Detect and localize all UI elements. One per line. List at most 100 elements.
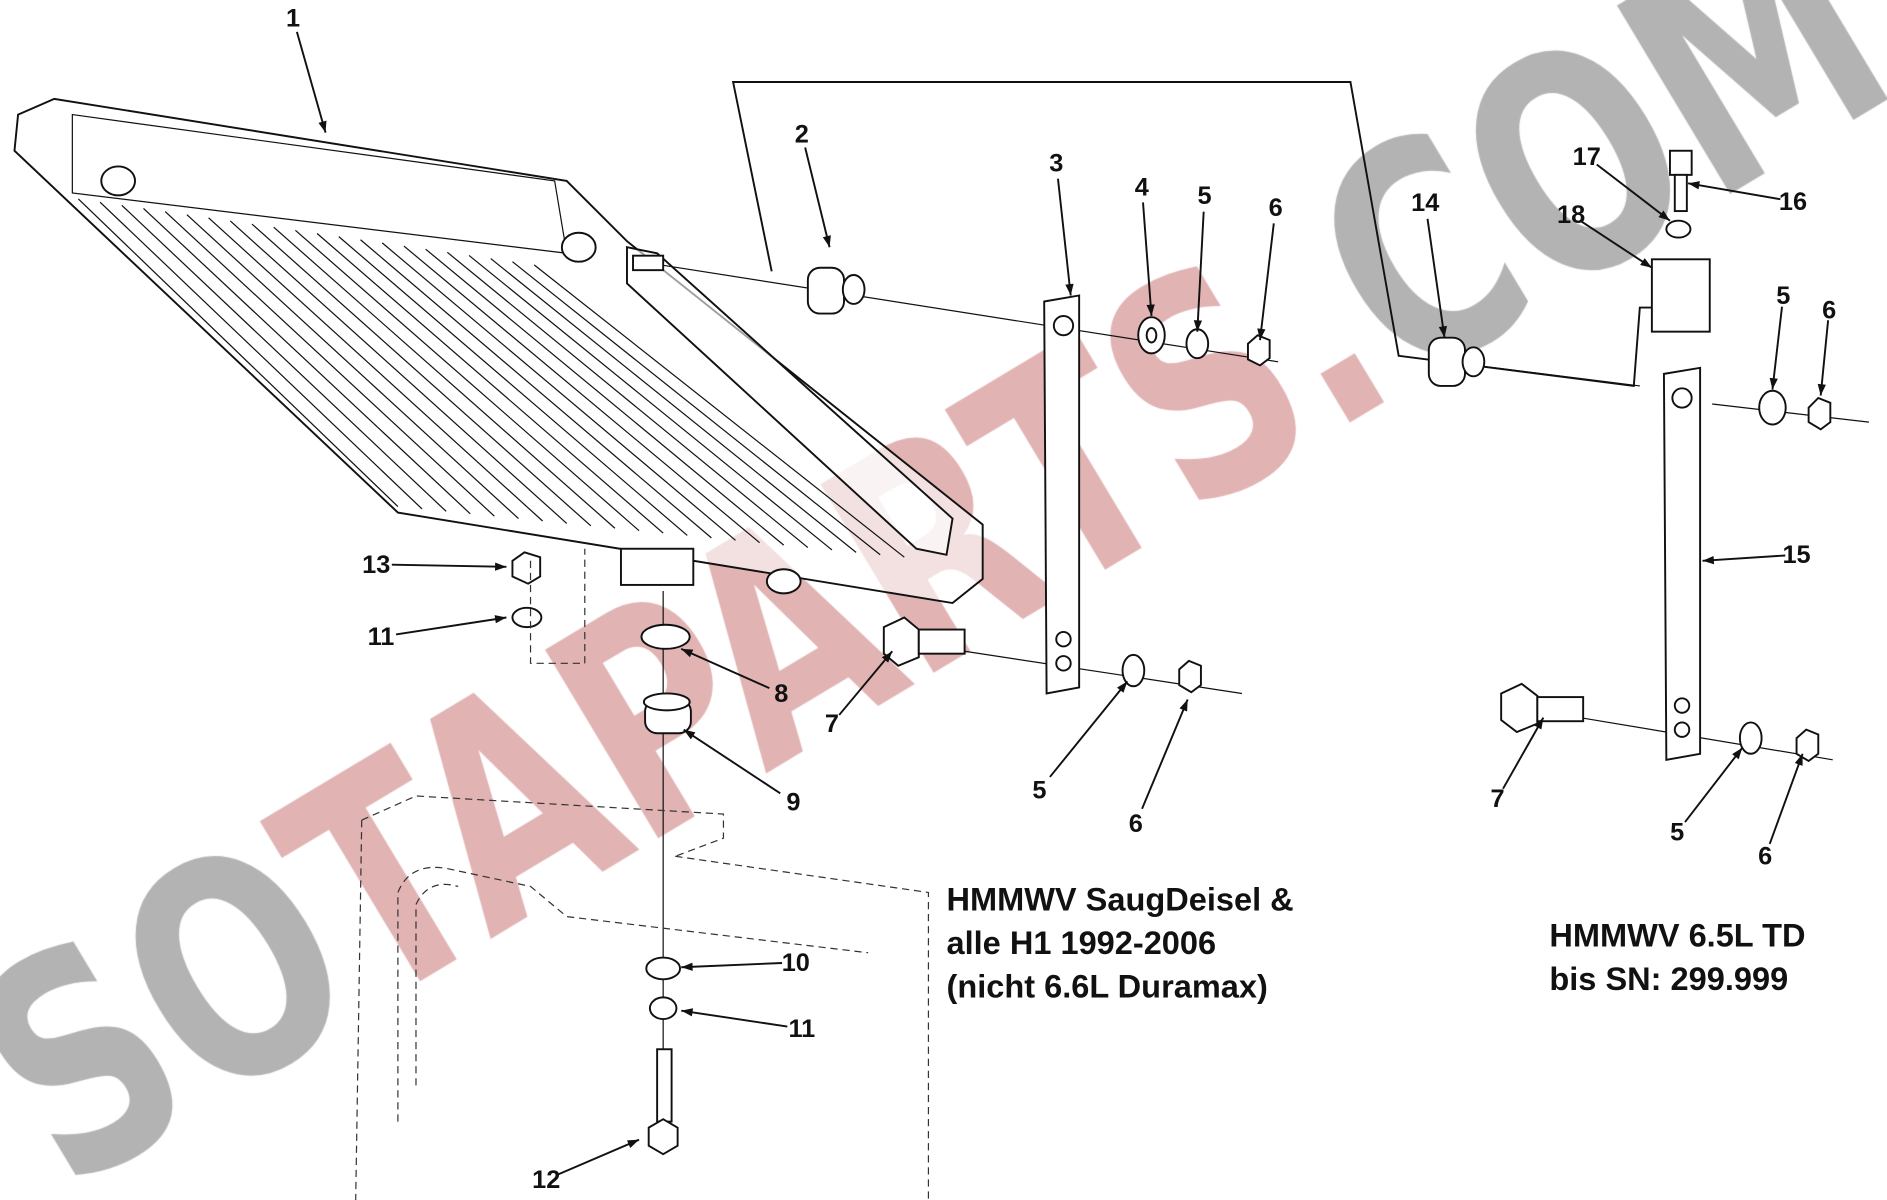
nut-13-washer-11 [511, 551, 543, 629]
arrowhead-icon [822, 235, 831, 248]
cooler-fin [164, 211, 495, 517]
cooler-fin [446, 251, 809, 549]
assembly-line [1712, 403, 1869, 423]
callout-5: 5 [1670, 819, 1684, 847]
bracket-18 [1650, 258, 1711, 333]
arrowhead-icon [681, 648, 694, 658]
cooler-fin [77, 198, 399, 507]
arrowhead-icon [1817, 383, 1826, 396]
callout-3: 3 [1049, 149, 1063, 177]
arrowhead-icon [1732, 747, 1743, 760]
vehicle-frame-dashed [355, 548, 930, 1200]
leader-line [1771, 306, 1783, 390]
callout-5: 5 [1032, 776, 1046, 804]
leader-line [1502, 717, 1545, 790]
cooler-fin [381, 242, 736, 541]
leader-line [395, 616, 507, 636]
leader-line [1049, 680, 1129, 778]
fasteners-mid [1121, 653, 1202, 694]
cooler-fin [295, 229, 640, 532]
leader-line [683, 728, 781, 795]
cooler-fin [143, 207, 471, 515]
callout-1: 1 [286, 5, 300, 33]
callout-5: 5 [1776, 282, 1790, 310]
cooler-fin [425, 248, 785, 546]
arrowhead-icon [494, 615, 507, 624]
callout-12: 12 [532, 1166, 560, 1194]
cooler-fin [316, 233, 664, 534]
cooler-fin [208, 217, 543, 522]
caption-left-line: alle H1 1992-2006 [947, 925, 1217, 961]
washers-right-top [1758, 389, 1832, 431]
cooler-fin [273, 226, 616, 529]
spacer-2 [806, 266, 866, 315]
assembly-line [1579, 716, 1833, 761]
leader-line [295, 31, 327, 133]
arrowhead-icon [318, 120, 327, 133]
cooler-fin [490, 258, 857, 553]
cooler-fin [468, 254, 833, 551]
strap-3 [1043, 294, 1081, 695]
arrowhead-icon [1438, 325, 1447, 338]
leader-line [680, 647, 770, 689]
bolt-7-right [1500, 682, 1585, 734]
cooler-fin [186, 214, 519, 520]
callout-7: 7 [1491, 785, 1505, 813]
callout-16: 16 [1779, 188, 1807, 216]
callout-10: 10 [782, 949, 810, 977]
caption-left-line: HMMWV SaugDeisel & [947, 882, 1294, 918]
leader-line [391, 563, 507, 568]
callout-9: 9 [786, 788, 800, 816]
fasteners-right-bottom [1738, 721, 1820, 763]
arrowhead-icon [1146, 304, 1155, 316]
cooler-fin [533, 264, 905, 558]
leader-line [681, 962, 783, 969]
caption-left-line: (nicht 6.6L Duramax) [947, 968, 1268, 1004]
callout-6: 6 [1758, 843, 1772, 871]
cooler-fin [512, 261, 881, 556]
arrowhead-icon [1769, 377, 1778, 390]
arrowhead-icon [1658, 210, 1670, 221]
arrowhead-icon [1179, 699, 1188, 712]
arrowhead-icon [1640, 258, 1652, 268]
cooler-fin [99, 201, 423, 510]
leader-line [556, 1138, 640, 1176]
cooler-fin [403, 245, 761, 544]
leader-line [1687, 182, 1781, 201]
callout-2: 2 [795, 120, 809, 148]
leader-line [1819, 320, 1830, 396]
leader-line [1596, 163, 1671, 222]
callout-13: 13 [362, 551, 390, 579]
arrowhead-icon [1794, 753, 1803, 766]
leader-line [1196, 211, 1205, 332]
callout-14: 14 [1411, 189, 1439, 217]
caption-right-line: HMMWV 6.5L TD [1549, 918, 1805, 954]
leader-line [1580, 220, 1653, 269]
leader-line [1426, 218, 1446, 338]
arrowhead-icon [627, 1139, 640, 1148]
caption-right-line: bis SN: 299.999 [1549, 961, 1788, 997]
callout-11: 11 [788, 1015, 815, 1043]
callout-17: 17 [1573, 143, 1601, 171]
strap-15 [1662, 366, 1702, 761]
arrowhead-icon [683, 729, 696, 740]
washer-4 [1137, 316, 1166, 355]
oil-cooler-radiator [13, 97, 984, 605]
arrowhead-icon [495, 562, 507, 571]
arrowhead-icon [1193, 320, 1203, 332]
arrowhead-icon [681, 962, 693, 971]
lockwasher-5 [1185, 328, 1210, 360]
nut-6 [1246, 334, 1271, 367]
callout-6: 6 [1129, 810, 1143, 838]
assembly-line [663, 264, 1279, 363]
screw-16 [1669, 149, 1693, 213]
callout-8: 8 [774, 680, 788, 708]
cooler-fin [251, 223, 592, 527]
leader-line [838, 650, 893, 716]
leader-line [1702, 554, 1786, 562]
arrowhead-icon [1534, 717, 1544, 730]
leader-line [1057, 178, 1072, 296]
arrowhead-icon [1257, 328, 1266, 341]
spacer-14 [1427, 336, 1486, 387]
